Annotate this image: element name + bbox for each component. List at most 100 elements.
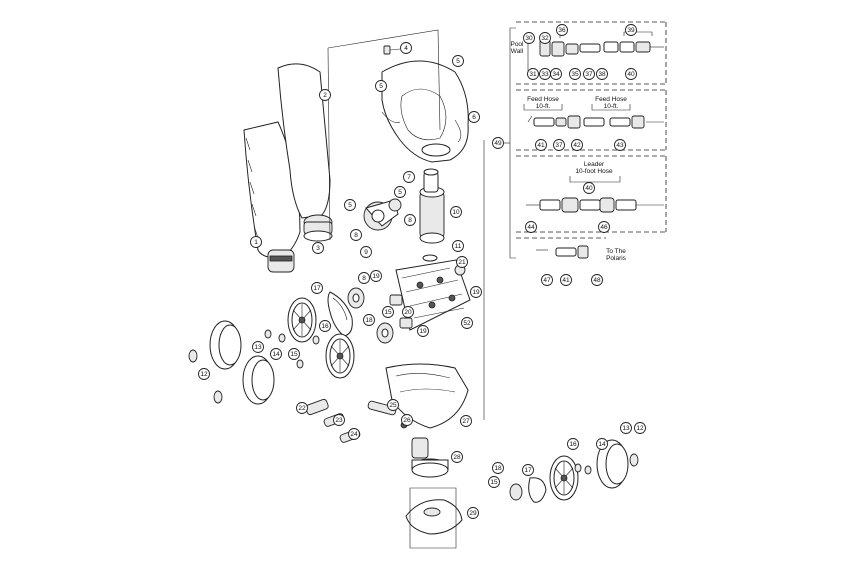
callout-number: 25: [389, 402, 397, 409]
callout-number: 28: [453, 454, 461, 461]
callout-number: 5: [456, 58, 460, 65]
callout-layer: 1234555567888910111212131314141515151616…: [198, 24, 646, 519]
callout-33: 33: [539, 68, 551, 80]
callout-40: 40: [583, 182, 595, 194]
callout-number: 27: [462, 418, 470, 425]
callout-29: 29: [467, 507, 479, 519]
callout-number: 20: [404, 309, 412, 316]
callout-8: 8: [350, 229, 362, 241]
feed-hose-label-1: Feed Hose: [527, 96, 559, 103]
callout-number: 7: [407, 174, 411, 181]
callout-12: 12: [634, 422, 646, 434]
callout-27: 27: [460, 415, 472, 427]
callout-number: 30: [525, 35, 533, 42]
callout-number: 14: [272, 351, 280, 358]
callout-8: 8: [358, 272, 370, 284]
callout-17: 17: [522, 464, 534, 476]
callout-19: 19: [470, 286, 482, 298]
callout-10: 10: [450, 206, 462, 218]
callout-number: 4: [404, 45, 408, 52]
pool-wall-label-2: Wall: [511, 48, 524, 55]
callout-15: 15: [488, 476, 500, 488]
callout-24: 24: [348, 428, 360, 440]
callout-number: 5: [398, 189, 402, 196]
callout-number: 32: [541, 35, 549, 42]
callout-number: 19: [472, 289, 480, 296]
callout-47: 47: [541, 274, 553, 286]
callout-number: 46: [600, 224, 608, 231]
tire-13-upper: [209, 320, 242, 370]
callout-number: 26: [403, 417, 411, 424]
belt-17-right: [528, 477, 547, 503]
callout-number: 2: [323, 92, 327, 99]
sweep-hose-assembly-28: [411, 437, 449, 478]
callout-26: 26: [401, 414, 413, 426]
callout-number: 13: [254, 344, 262, 351]
callout-15: 15: [382, 306, 394, 318]
callout-5: 5: [452, 55, 464, 67]
callout-number: 44: [527, 224, 535, 231]
callout-number: 43: [616, 142, 624, 149]
callout-number: 49: [494, 140, 502, 147]
callout-number: 15: [384, 309, 392, 316]
callout-number: 19: [419, 328, 427, 335]
callout-37: 37: [553, 139, 565, 151]
callout-36: 36: [556, 24, 568, 36]
gear-18-right: [509, 483, 523, 501]
feed-hose-length-1: 10-ft.: [536, 103, 551, 110]
callout-number: 15: [290, 351, 298, 358]
callout-44: 44: [525, 221, 537, 233]
bumper-27: [385, 363, 469, 429]
to-polaris-label-2: Polaris: [606, 255, 627, 262]
callout-48: 48: [591, 274, 603, 286]
top-case: [381, 60, 469, 163]
washer-14: [264, 329, 272, 339]
callout-40: 40: [625, 68, 637, 80]
callout-13: 13: [620, 422, 632, 434]
gear-8b: [347, 287, 365, 309]
callout-23: 23: [333, 414, 345, 426]
hub-cap-12b: [213, 390, 223, 404]
callout-5: 5: [344, 199, 356, 211]
gear-18: [376, 322, 394, 344]
feed-hose-length-2: 10-ft.: [604, 103, 619, 110]
box-polaris-connection: [516, 237, 606, 259]
callout-18: 18: [492, 462, 504, 474]
callout-number: 37: [555, 142, 563, 149]
water-turbine-body: [419, 168, 445, 244]
washer-15: [278, 333, 286, 343]
callout-number: 3: [316, 245, 320, 252]
callout-20: 20: [402, 306, 414, 318]
callout-30: 30: [523, 32, 535, 44]
callout-number: 52: [463, 320, 471, 327]
callout-21: 21: [456, 256, 468, 268]
wheel-16-lower: [325, 333, 355, 379]
callout-18: 18: [363, 314, 375, 326]
wheel-16-right: [549, 455, 579, 501]
hub-cap-12-right: [629, 453, 639, 467]
callout-46: 46: [598, 221, 610, 233]
callout-number: 10: [452, 209, 460, 216]
callout-number: 38: [598, 71, 606, 78]
callout-52: 52: [461, 317, 473, 329]
callout-17: 17: [311, 282, 323, 294]
pool-wall-label-1: Pool: [510, 41, 524, 48]
callout-19: 19: [417, 325, 429, 337]
callout-number: 5: [379, 83, 383, 90]
callout-number: 6: [472, 114, 476, 121]
callout-43: 43: [614, 139, 626, 151]
callout-number: 16: [569, 441, 577, 448]
callout-16: 16: [319, 320, 331, 332]
callout-11: 11: [452, 240, 464, 252]
callout-number: 42: [573, 142, 581, 149]
washer-15b: [312, 335, 320, 345]
leader-hose-label: 10-foot Hose: [575, 168, 613, 175]
callout-number: 22: [298, 405, 306, 412]
callout-number: 41: [562, 277, 570, 284]
callout-number: 19: [372, 273, 380, 280]
back-up-valve-29: [405, 499, 463, 535]
small-clip-4: [383, 45, 391, 55]
wheel-16-left: [287, 297, 317, 343]
callout-number: 40: [627, 71, 635, 78]
callout-39: 39: [625, 24, 637, 36]
